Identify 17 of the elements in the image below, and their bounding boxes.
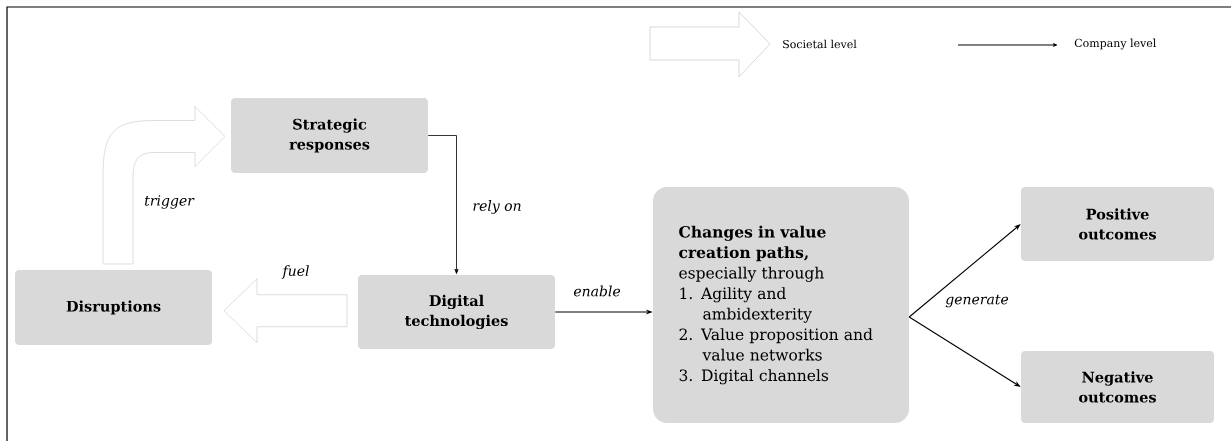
edge-label: enable xyxy=(572,284,622,298)
edge-label: fuel xyxy=(281,264,311,280)
legend-label: Company level xyxy=(1074,38,1156,50)
process-box: Negative outcomes xyxy=(1021,351,1214,423)
edge-label: rely on xyxy=(471,199,523,215)
edge-label: generate xyxy=(944,293,1010,309)
process-box: Digital technologies xyxy=(358,275,555,349)
legend-label: Societal level xyxy=(783,39,857,49)
arrow xyxy=(427,135,459,274)
process-box: Strategic responses xyxy=(231,98,428,173)
content-box: Changes in value creation paths, especially through 1. Agility and ambidexterity 2. Value proposition and value networks 3. Digital channels xyxy=(653,187,909,423)
block-arrow xyxy=(223,278,348,344)
process-box: Disruptions xyxy=(15,270,212,345)
edge-label: trigger xyxy=(143,194,195,210)
block-arrow xyxy=(102,106,226,265)
process-box: Positive outcomes xyxy=(1021,187,1214,261)
arrow xyxy=(908,224,1021,318)
